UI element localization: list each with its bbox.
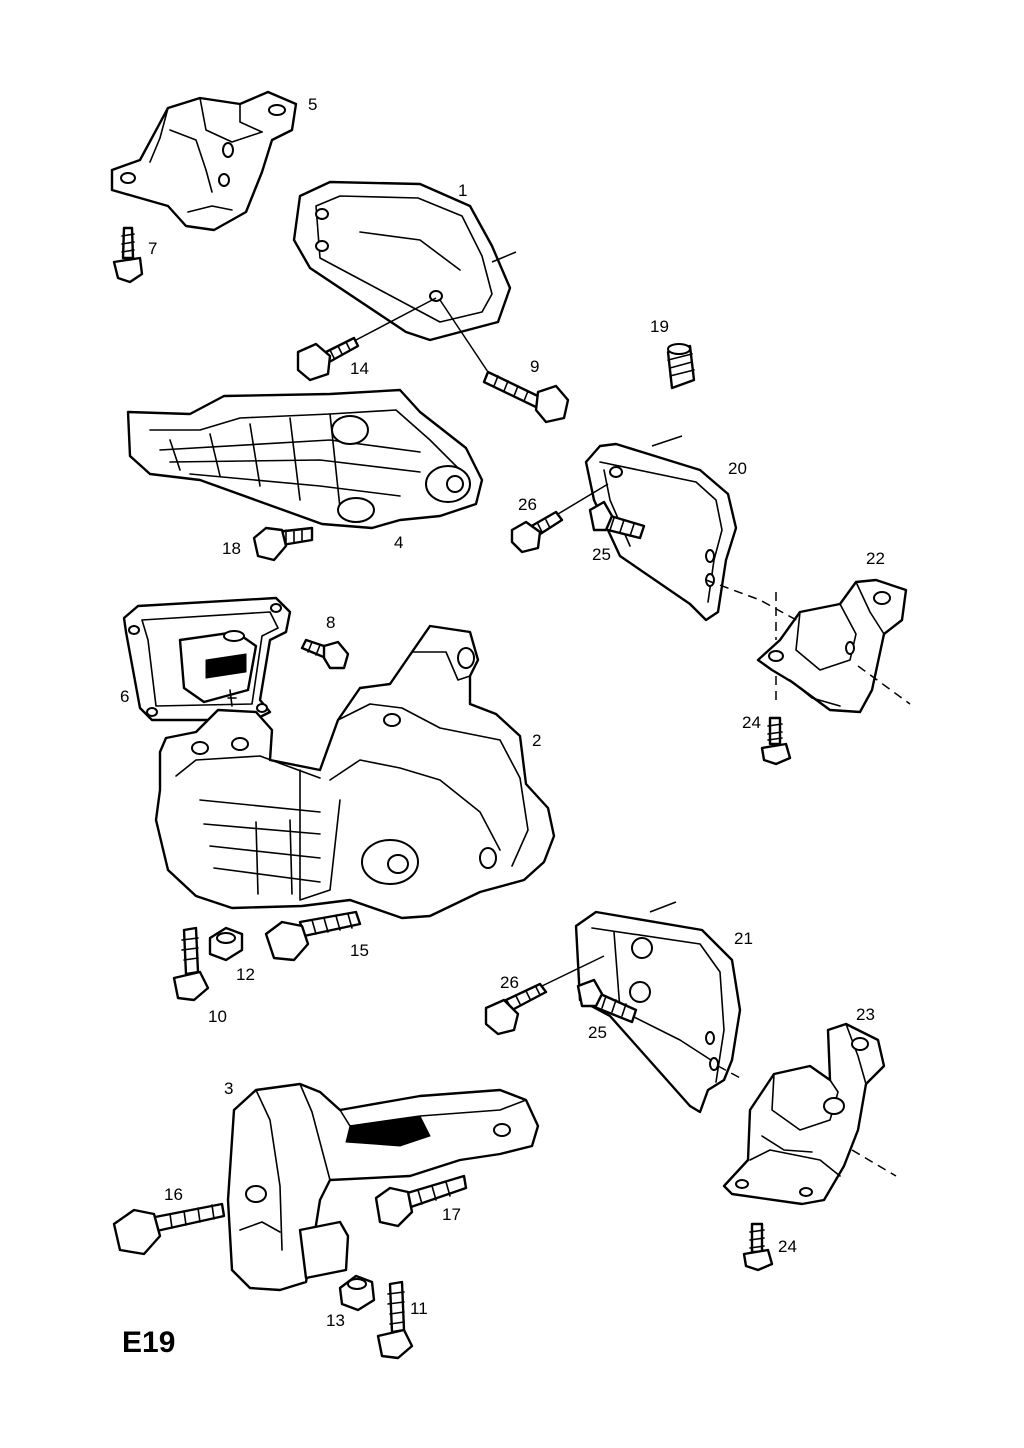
part-5-engine-mount bbox=[110, 90, 298, 232]
callout-26-upper: 26 bbox=[518, 495, 537, 514]
callout-14: 14 bbox=[350, 359, 369, 378]
part-8-bolt bbox=[300, 638, 350, 670]
diagram-code: E19 bbox=[122, 1326, 175, 1359]
part-12-nut bbox=[208, 926, 244, 962]
part-11-bolt bbox=[376, 1280, 414, 1360]
callout-19: 19 bbox=[650, 317, 669, 336]
part-26-bolt-lower bbox=[484, 982, 548, 1036]
callout-20: 20 bbox=[728, 459, 747, 478]
part-24-bolt bbox=[760, 716, 792, 766]
part-9-bolt bbox=[482, 370, 570, 424]
callout-25-lower: 25 bbox=[588, 1023, 607, 1042]
part-16-bolt bbox=[112, 1202, 226, 1256]
part-25-bolt-lower bbox=[576, 978, 638, 1024]
callout-5: 5 bbox=[308, 95, 317, 114]
callout-21: 21 bbox=[734, 929, 753, 948]
part-25-bolt bbox=[588, 500, 646, 540]
callout-10: 10 bbox=[208, 1007, 227, 1026]
callout-23: 23 bbox=[856, 1005, 875, 1024]
part-24-bolt-lower bbox=[742, 1222, 774, 1272]
callout-25-upper: 25 bbox=[592, 545, 611, 564]
callout-6: 6 bbox=[120, 687, 129, 706]
part-15-bolt bbox=[264, 910, 362, 962]
part-19-insert bbox=[666, 343, 696, 390]
callout-24-lower: 24 bbox=[778, 1237, 797, 1256]
callout-12: 12 bbox=[236, 965, 255, 984]
callout-16: 16 bbox=[164, 1185, 183, 1204]
part-2-mount-assembly bbox=[154, 624, 556, 920]
callout-3: 3 bbox=[224, 1079, 233, 1098]
callout-26-lower: 26 bbox=[500, 973, 519, 992]
callout-2: 2 bbox=[532, 731, 541, 750]
callout-15: 15 bbox=[350, 941, 369, 960]
part-7-bolt bbox=[112, 226, 144, 284]
part-1-bracket bbox=[292, 180, 512, 342]
callout-labels: 1 2 3 4 5 6 7 8 9 10 11 12 13 14 15 16 1… bbox=[120, 95, 885, 1330]
callout-4: 4 bbox=[394, 533, 403, 552]
callout-24-upper: 24 bbox=[742, 713, 761, 732]
part-13-nut bbox=[338, 1274, 376, 1312]
part-10-bolt bbox=[172, 926, 210, 1002]
callout-8: 8 bbox=[326, 613, 335, 632]
part-4-crossmember bbox=[126, 388, 484, 530]
callout-11: 11 bbox=[410, 1299, 428, 1318]
part-20-bracket bbox=[584, 442, 738, 622]
callout-18: 18 bbox=[222, 539, 241, 558]
callout-13: 13 bbox=[326, 1311, 345, 1330]
callout-1: 1 bbox=[458, 181, 467, 200]
part-23-mount bbox=[722, 1022, 886, 1206]
callout-7: 7 bbox=[148, 239, 157, 258]
part-21-bracket bbox=[574, 910, 742, 1114]
part-18-bolt bbox=[252, 526, 314, 562]
part-14-bolt bbox=[296, 336, 360, 382]
part-22-mount bbox=[756, 578, 908, 714]
callout-17: 17 bbox=[442, 1205, 461, 1224]
part-6-mount bbox=[122, 596, 292, 722]
callout-9: 9 bbox=[530, 357, 539, 376]
callout-22: 22 bbox=[866, 549, 885, 568]
part-3-bracket bbox=[226, 1082, 540, 1292]
part-26-bolt bbox=[510, 510, 564, 554]
part-17-bolt bbox=[374, 1174, 468, 1228]
